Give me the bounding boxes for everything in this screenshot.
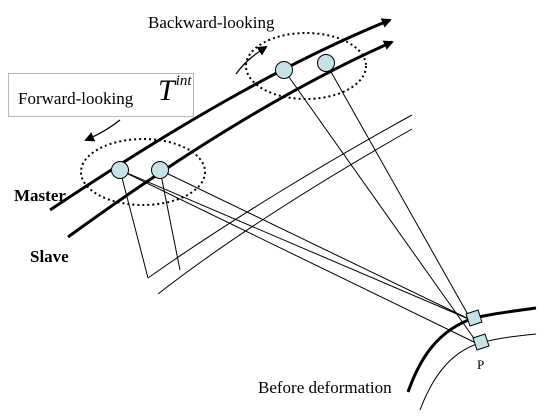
look-line	[283, 69, 479, 345]
backward-direction-arrow	[235, 45, 268, 75]
forward-looking-label: Forward-looking	[18, 89, 134, 108]
look-line	[159, 169, 472, 321]
ground-point-before	[465, 309, 483, 327]
tint-symbol: Tint	[158, 73, 192, 107]
look-line	[325, 62, 472, 321]
satellite-slave-right	[317, 54, 335, 72]
slave-label: Slave	[30, 247, 69, 266]
backward-looking-label: Backward-looking	[148, 13, 275, 32]
tint-main: T	[158, 74, 175, 107]
master-orbit	[49, 18, 392, 212]
ground-point-p	[472, 333, 490, 351]
acquisition-window-right	[245, 32, 367, 100]
satellite-master-right	[275, 61, 293, 79]
look-line	[119, 169, 149, 279]
before-deformation-label: Before deformation	[258, 378, 392, 397]
acquisition-window-left	[80, 138, 206, 206]
forward-direction-arrow	[84, 119, 121, 142]
ground-line-1	[147, 114, 413, 279]
satellite-master-left	[111, 161, 129, 179]
look-line	[119, 169, 479, 345]
point-p-label: P	[477, 357, 485, 372]
look-line	[159, 169, 181, 271]
master-label: Master	[14, 186, 66, 205]
slave-orbit	[67, 40, 394, 239]
look-line	[119, 169, 472, 321]
tint-superscript: int	[175, 73, 192, 89]
tint-label-box	[8, 73, 194, 117]
satellite-slave-left	[151, 161, 169, 179]
ground-line-2	[157, 128, 413, 295]
